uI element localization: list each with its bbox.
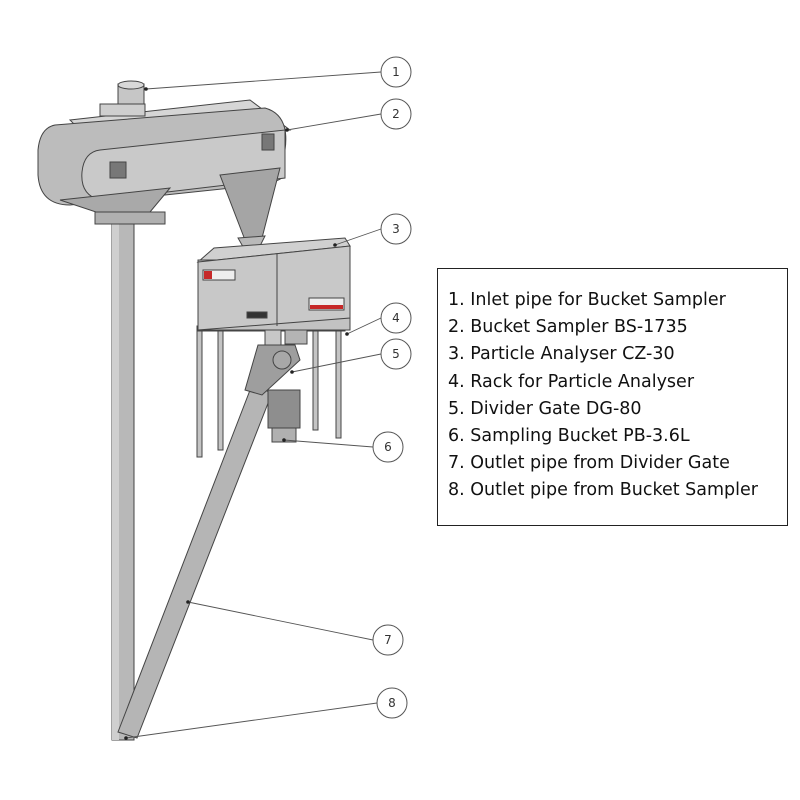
- leader-lines: [125, 71, 382, 739]
- arrowheads: [124, 87, 349, 740]
- legend-item: 3. Particle Analyser CZ-30: [448, 344, 675, 365]
- callout-6: 6: [372, 431, 404, 463]
- brand-logo: [202, 269, 236, 281]
- legend-item: 5. Divider Gate DG-80: [448, 398, 642, 419]
- svg-text:6: 6: [384, 440, 392, 454]
- legend-item: 2. Bucket Sampler BS-1735: [448, 317, 688, 338]
- bucket-sampler: [37, 99, 292, 253]
- legend-item: 8. Outlet pipe from Bucket Sampler: [448, 480, 758, 501]
- legend-item: 7. Outlet pipe from Divider Gate: [448, 453, 730, 474]
- callout-3: 3: [380, 213, 412, 245]
- callout-1: 1: [380, 56, 412, 88]
- callout-5: 5: [380, 338, 412, 370]
- legend-item: 1. Inlet pipe for Bucket Sampler: [448, 290, 726, 310]
- svg-text:3: 3: [392, 222, 400, 236]
- callout-7: 7: [372, 624, 404, 656]
- legend-item: 4. Rack for Particle Analyser: [448, 371, 695, 392]
- svg-text:4: 4: [392, 311, 400, 325]
- svg-text:5: 5: [392, 347, 400, 361]
- callout-8: 8: [376, 687, 408, 719]
- legend-box: 1. Inlet pipe for Bucket Sampler 2. Buck…: [437, 268, 788, 526]
- particle-analyser: [196, 237, 351, 331]
- outlet-pipe-divider-gate: [117, 384, 273, 739]
- callout-4: 4: [380, 302, 412, 334]
- legend-item: 6. Sampling Bucket PB-3.6L: [448, 425, 690, 446]
- svg-text:2: 2: [392, 107, 400, 121]
- svg-text:7: 7: [384, 633, 392, 647]
- svg-text:1: 1: [392, 65, 400, 79]
- sampling-bucket: [267, 389, 301, 443]
- callout-2: 2: [380, 98, 412, 130]
- svg-text:8: 8: [388, 696, 396, 710]
- divider-gate: [244, 329, 308, 396]
